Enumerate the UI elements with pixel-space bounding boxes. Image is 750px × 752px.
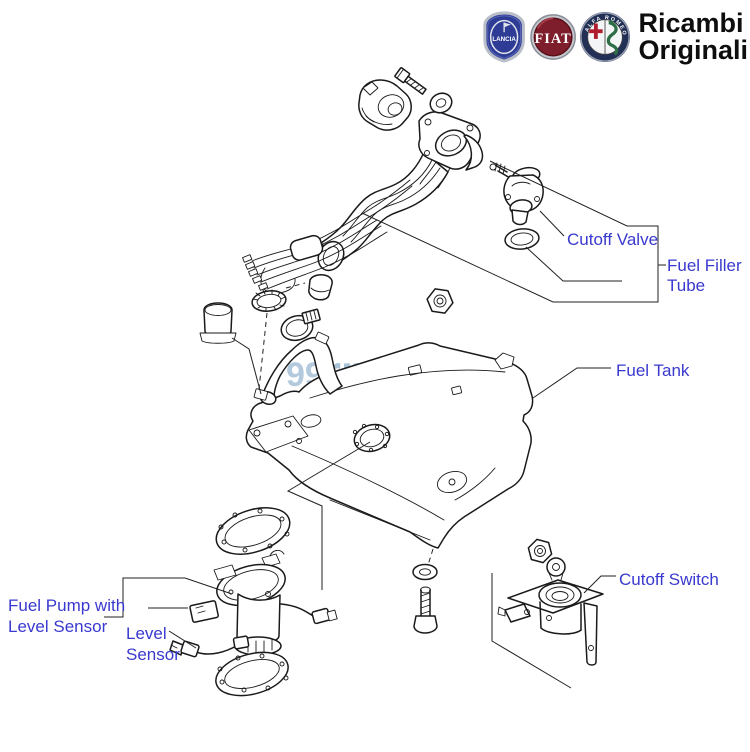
washer-top-drawing bbox=[429, 92, 453, 114]
leader-pump-opening bbox=[286, 441, 371, 590]
lancia-logo: LANCIA bbox=[483, 11, 525, 63]
lancia-logo-text: LANCIA bbox=[492, 36, 516, 43]
label-level-sensor-line1: Level bbox=[126, 624, 167, 643]
leader-rubber-cap bbox=[231, 337, 262, 395]
label-level-sensor-line2: Sensor bbox=[126, 645, 180, 664]
level-sensor-drawing bbox=[169, 635, 250, 658]
rubber-cap-drawing bbox=[199, 302, 237, 344]
leader-fuel-tank bbox=[532, 367, 611, 399]
seal-ring-drawing bbox=[504, 228, 540, 250]
fuel-pump-drawing bbox=[189, 507, 338, 656]
fuel-tank-drawing bbox=[245, 342, 534, 549]
label-fuel-pump-line2: Level Sensor bbox=[8, 617, 108, 636]
filler-neck bbox=[418, 111, 484, 189]
brand-title-line1: Ricambi bbox=[638, 8, 744, 38]
bolt-top-drawing bbox=[394, 67, 427, 95]
brand-title-line2: Originali bbox=[638, 35, 748, 65]
small-cap-drawing bbox=[308, 274, 333, 301]
hose-clamp-drawing bbox=[280, 308, 321, 342]
fiat-logo-text: FIAT bbox=[535, 31, 572, 47]
cutoff-switch-drawing bbox=[497, 557, 604, 666]
pump-wiring-harness bbox=[242, 179, 413, 294]
pump-opening bbox=[352, 423, 391, 453]
clamp-ring-drawing bbox=[251, 289, 287, 312]
fuel-cap-drawing bbox=[358, 79, 412, 131]
label-fuel-tank: Fuel Tank bbox=[616, 361, 690, 380]
bolt-bottom-drawing bbox=[413, 586, 438, 634]
nut-top-drawing bbox=[426, 288, 454, 314]
label-cutoff-switch: Cutoff Switch bbox=[619, 570, 719, 589]
gasket-bottom-drawing bbox=[215, 651, 289, 697]
cutoff-valve-drawing bbox=[489, 162, 544, 226]
leader-seal-ring bbox=[525, 246, 622, 282]
leader-cutoff-switch bbox=[583, 575, 616, 594]
leader-cutoff-valve bbox=[539, 210, 565, 237]
wire-sleeve bbox=[289, 234, 324, 261]
washer-bottom-drawing bbox=[412, 548, 438, 581]
leader-fuel-pump bbox=[104, 577, 233, 618]
leader-level-sensor bbox=[168, 630, 197, 649]
fuel-hose-drawing bbox=[253, 331, 343, 406]
brand-title: Ricambi Originali bbox=[638, 10, 748, 64]
label-fuel-pump-line1: Fuel Pump with bbox=[8, 596, 125, 615]
nut-bottom-drawing bbox=[527, 538, 553, 564]
label-cutoff-valve: Cutoff Valve bbox=[567, 230, 658, 249]
fuel-filler-tube-drawing bbox=[242, 111, 484, 294]
alfa-romeo-logo: ALFA ROMEO bbox=[580, 11, 631, 63]
fiat-logo: FIAT bbox=[530, 14, 577, 60]
brand-header: LANCIA FIAT ALFA ROMEO Ricambi bbox=[482, 6, 748, 68]
label-fuel-filler-tube-line1: Fuel Filler bbox=[667, 256, 742, 275]
label-fuel-filler-tube-line2: Tube bbox=[667, 276, 705, 295]
leader-fuel-filler-tube bbox=[361, 160, 659, 303]
leader-lines bbox=[104, 160, 666, 689]
